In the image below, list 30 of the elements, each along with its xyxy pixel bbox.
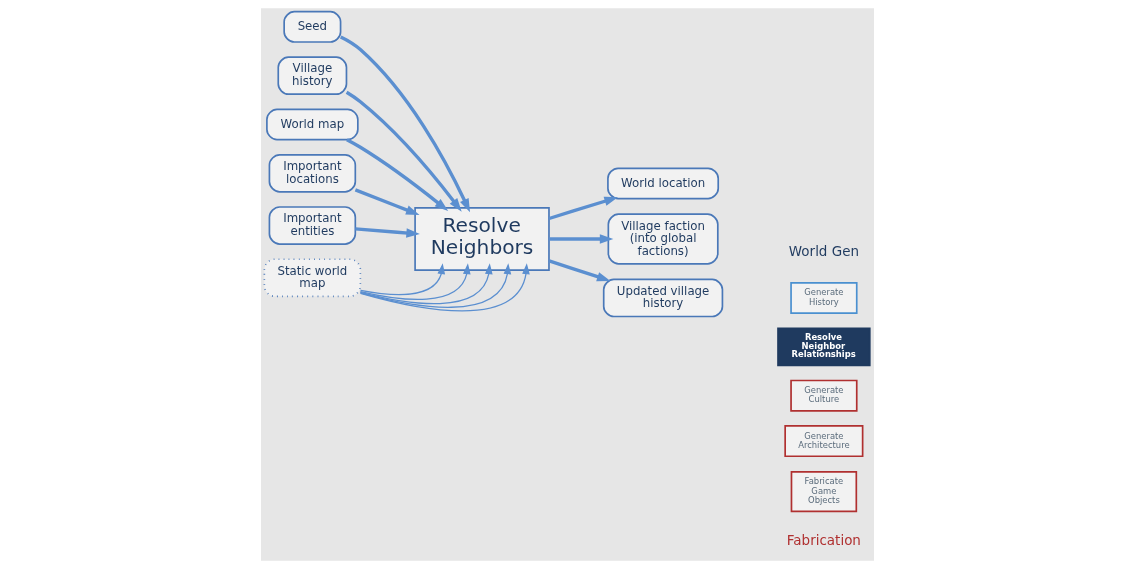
node-box: World map xyxy=(265,108,359,141)
node-box: Static world map xyxy=(263,258,361,298)
node-box: Village faction (into global factions) xyxy=(607,213,719,265)
node-box: Generate History xyxy=(789,282,858,314)
arrow xyxy=(354,227,420,238)
arrow xyxy=(345,138,448,212)
label: Fabrication xyxy=(786,532,861,549)
arrow xyxy=(548,259,610,282)
arrow xyxy=(339,35,470,213)
node-box: World location xyxy=(606,167,719,200)
node-box: Seed xyxy=(282,10,341,43)
arrow xyxy=(359,263,471,301)
node-box: Generate Architecture xyxy=(783,425,863,458)
label: World Gen xyxy=(788,242,859,259)
node-box: Fabricate Game Objects xyxy=(790,471,857,513)
node-box: Important locations xyxy=(268,154,356,193)
arrow xyxy=(359,263,530,312)
arrow xyxy=(548,234,613,244)
node-box: Updated village history xyxy=(602,278,723,318)
arrow xyxy=(359,263,445,296)
arrow xyxy=(345,90,462,212)
node-box: Resolve Neighbor Relationships xyxy=(776,327,871,367)
node-box: Village history xyxy=(276,56,347,96)
node-box: Important entities xyxy=(268,206,356,245)
arrow xyxy=(359,263,493,305)
arrow xyxy=(359,263,511,308)
node-box: Generate Culture xyxy=(789,379,858,412)
node-box: Resolve Neighbors xyxy=(413,207,550,272)
arrow xyxy=(354,188,420,215)
arrow xyxy=(548,196,618,221)
